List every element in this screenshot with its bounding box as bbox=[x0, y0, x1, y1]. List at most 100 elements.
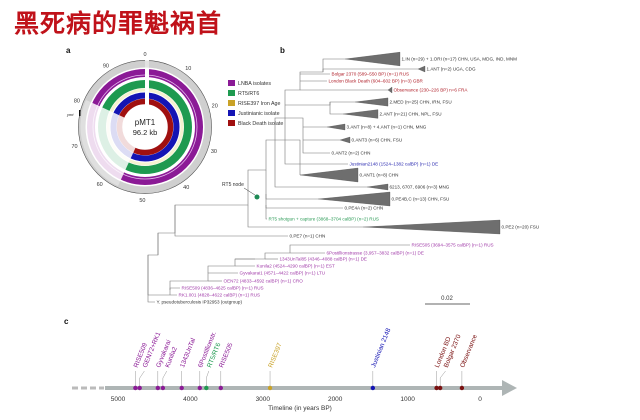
tree-leaf-label: RISE509 (4836–4625 calBP) (n=1) RUS bbox=[182, 286, 264, 291]
collapsed-clade-triangle bbox=[344, 51, 401, 67]
timeline-event-stem bbox=[439, 370, 446, 388]
timeline-event-dot bbox=[160, 385, 166, 391]
tree-leaf-label: 1.IN (n=29) + 1.ORI (n=17) CHN, USA, MDG… bbox=[402, 57, 518, 62]
legend-swatch bbox=[228, 100, 235, 106]
timeline-event-dot bbox=[370, 385, 376, 391]
tree-leaf-label: Gyvakarai1 (4571–4422 calBP) (n=1) LTU bbox=[240, 271, 326, 276]
gene-marker bbox=[79, 110, 81, 116]
timeline-event-dot bbox=[197, 385, 203, 391]
plasmid-tick-label: 10 bbox=[185, 66, 191, 72]
plasmid-map: pMT1 96.2 kb ymt 0 10 20 30 40 50 60 70 80 90 bbox=[66, 52, 218, 204]
tree-leaf-label: 0.PE2 (n=20) FSU bbox=[502, 225, 540, 230]
tree-leaf-label: 0.PE7 (n=1) CHN bbox=[290, 234, 326, 239]
timeline-event-dot bbox=[204, 385, 209, 391]
outer-ring-overlay bbox=[78, 60, 212, 194]
gap-left bbox=[80, 100, 145, 186]
collapsed-clade-triangle bbox=[387, 86, 393, 94]
collapsed-clade-triangle bbox=[417, 65, 426, 73]
plasmid-tick-label: 30 bbox=[211, 149, 217, 155]
rt5-node-arrow bbox=[243, 187, 256, 196]
tree-leaf-label: London Black Death (604–602 BP) (n=3) GB… bbox=[329, 79, 424, 84]
rt5-node-marker bbox=[254, 194, 260, 200]
legend-label: Black Death isolate bbox=[238, 121, 283, 127]
tree-leaves: 1.IN (n=29) + 1.ORI (n=17) CHN, USA, MDG… bbox=[157, 57, 540, 305]
tree-leaf-label: RISE505 (3694–3575 calBP) (n=1) RUS bbox=[412, 243, 494, 248]
timeline-event-label: Observance bbox=[459, 333, 479, 368]
plasmid-tick-label: 0 bbox=[143, 52, 146, 58]
plasmid-tick-label: 70 bbox=[71, 144, 77, 150]
collapsed-clade-triangle bbox=[326, 123, 346, 131]
timeline-event-stem bbox=[206, 370, 210, 388]
legend-swatch bbox=[228, 120, 235, 126]
plasmid-tick-label: 40 bbox=[183, 185, 189, 191]
tree-leaf-label: 6Postillionstrasse (3,957–3832 calBP) (n… bbox=[327, 251, 424, 256]
legend-swatch bbox=[228, 90, 235, 96]
timeline-event-dot bbox=[437, 385, 443, 391]
timeline-event-dot bbox=[155, 385, 161, 391]
collapsed-clade-triangle bbox=[366, 183, 389, 191]
timeline-event-stem bbox=[162, 370, 168, 388]
timeline-axis-label: Timeline (in years BP) bbox=[268, 405, 332, 412]
legend-label: RT5/RT6 bbox=[238, 91, 259, 97]
timeline-tick-label: 3000 bbox=[256, 396, 271, 403]
tree-leaf-label: 0.ANT1 (n=8) CHN bbox=[360, 173, 399, 178]
plasmid-tick-label: 60 bbox=[97, 182, 103, 188]
timeline-event-label: Justinian 2148 bbox=[370, 327, 392, 369]
scale-bar-label: 0.02 bbox=[441, 296, 453, 302]
collapsed-clade-triangle bbox=[342, 109, 379, 119]
timeline-tick-label: 4000 bbox=[183, 396, 198, 403]
collapsed-clade-triangle bbox=[362, 219, 501, 235]
panel-a-label: a bbox=[66, 46, 71, 55]
plasmid-tick-label: 50 bbox=[139, 198, 145, 204]
timeline-tick-label: 5000 bbox=[111, 396, 126, 403]
collapsed-clades bbox=[299, 51, 501, 235]
timeline-event-label: 1343UnTal bbox=[179, 337, 197, 369]
collapsed-clade-triangle bbox=[299, 167, 359, 183]
timeline-bar bbox=[105, 386, 503, 390]
plasmid-tick-label: 80 bbox=[74, 99, 80, 105]
tree-leaf-label: 0.ANT2 (n=2) CHN bbox=[332, 151, 371, 156]
timeline-tick-label: 1000 bbox=[400, 396, 415, 403]
tree-leaf-label: RT5 shotgun + capture (3868–3704 calBP) … bbox=[269, 217, 380, 222]
tree-leaf-label: 1.ANT (n=2) UGA, CDG bbox=[427, 67, 476, 72]
timeline-event-dot bbox=[133, 385, 138, 391]
tree-leaf-label: Y. pseudotuberculosis IP32953 (outgroup) bbox=[157, 300, 243, 305]
collapsed-clade-triangle bbox=[339, 136, 351, 144]
timeline-event-dot bbox=[218, 385, 224, 391]
tree-leaf-label: 2.MED (n=25) CHN, IRN, FSU bbox=[390, 100, 452, 105]
tree-leaf-label: Kunila2 (4524–4290 calBP) (n=1) EST bbox=[257, 264, 335, 269]
timeline-event-dot bbox=[179, 385, 184, 391]
timeline-tick-label: 0 bbox=[478, 396, 482, 403]
legend-swatch bbox=[228, 80, 235, 86]
tree-leaf-label: 0.ANT3 (n=6) CHN, FSU bbox=[352, 138, 403, 143]
legend-label: RISE397 Iron Age bbox=[238, 101, 280, 107]
collapsed-clade-triangle bbox=[317, 191, 391, 207]
collapsed-clade-triangle bbox=[354, 97, 389, 107]
plasmid-size: 96.2 kb bbox=[133, 128, 158, 137]
gap-top bbox=[145, 60, 149, 105]
panel-c-label: c bbox=[64, 317, 69, 326]
timeline-event-dot bbox=[434, 385, 439, 391]
panel-b-label: b bbox=[280, 46, 285, 55]
tree-leaf-label: 0.PE4B,C (n=13) CHN, FSU bbox=[392, 197, 450, 202]
tree-leaf-label: 1343UnTal85 (4346–4088 calBP) (n=1) DE bbox=[280, 257, 367, 262]
legend-label: LNBA isolates bbox=[238, 81, 271, 87]
timeline-event-dot bbox=[137, 385, 142, 391]
plasmid-tick-label: 20 bbox=[212, 103, 218, 109]
page-title: 黑死病的罪魁祸首 bbox=[14, 9, 223, 38]
tree-leaf-label: 3.ANT (n=8) + 4.ANT (n=1) CHN, MNG bbox=[347, 125, 427, 130]
timeline-event-stem bbox=[139, 370, 145, 388]
tree-leaf-label: RK1.001 (4828–4622 calBP) (n=1) RUS bbox=[179, 293, 261, 298]
tree-leaf-label: OEN72 (4833–4592 calBP) (n=1) CRO bbox=[224, 279, 304, 284]
timeline-event-label: RISE397 bbox=[267, 342, 283, 369]
plasmid-tick-label: 90 bbox=[103, 63, 109, 69]
timeline-arrow-icon bbox=[502, 380, 517, 396]
gene-label: ymt bbox=[66, 112, 74, 117]
plasmid-name: pMT1 bbox=[135, 118, 156, 127]
timeline-event-dot bbox=[459, 385, 465, 391]
tree-leaf-label: 6213, 6707, 6906 (n=3) MNG bbox=[390, 185, 450, 190]
timeline-tick-label: 2000 bbox=[328, 396, 343, 403]
